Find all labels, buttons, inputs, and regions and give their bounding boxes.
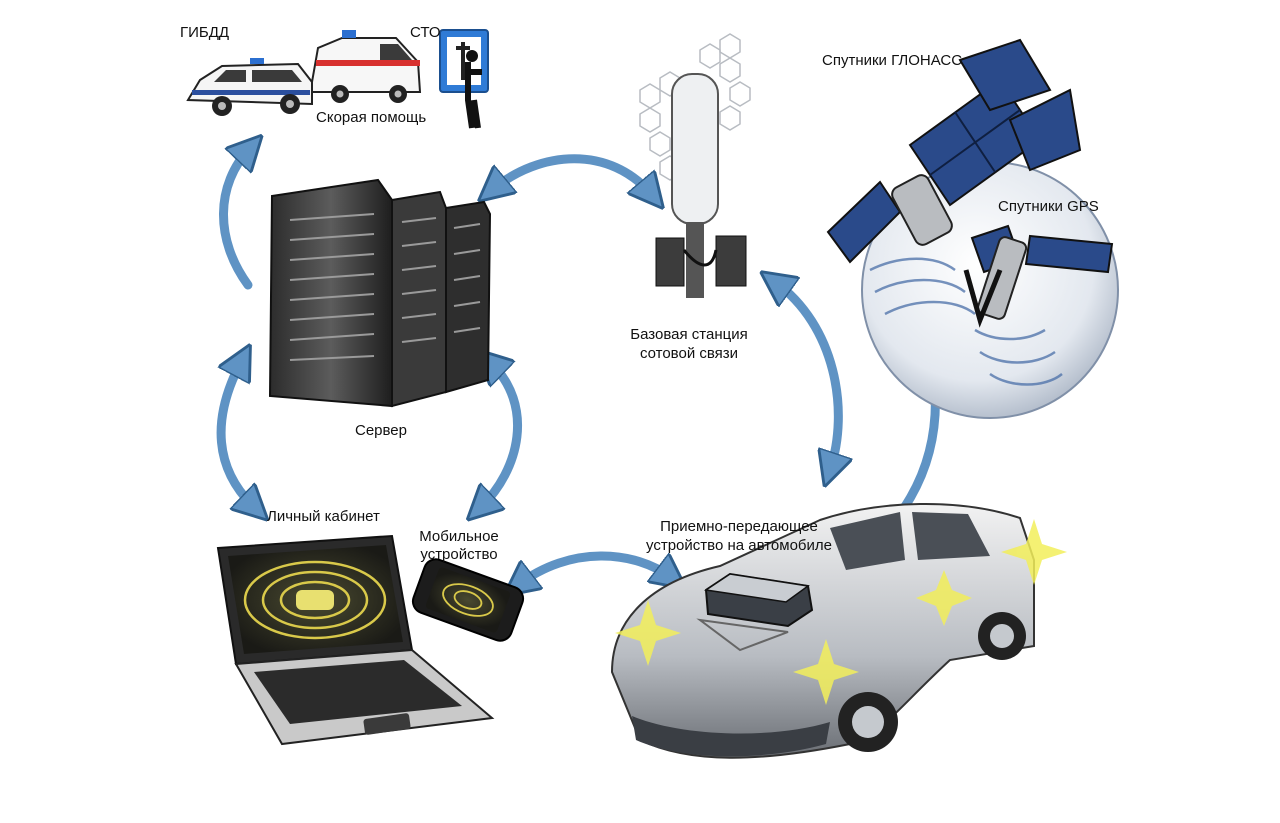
label-sto: СТО	[410, 24, 441, 41]
arrow-server-mobile	[480, 362, 523, 508]
arrow-server-laptop	[216, 360, 255, 508]
gps-satellite	[963, 224, 1114, 328]
label-gibdd: ГИБДД	[180, 24, 230, 41]
label-ambulance: Скорая помощь	[316, 109, 427, 126]
mechanic-figure	[465, 62, 482, 129]
label-gps-satellites: Спутники GPS	[998, 198, 1099, 215]
arrows	[216, 148, 940, 585]
transceiver-device	[696, 572, 814, 652]
label-server: Сервер	[354, 422, 408, 439]
arrow-server-base-station	[492, 154, 652, 195]
arrow-server-to-services	[219, 148, 250, 290]
base-station-illustration	[639, 33, 751, 298]
label-glonass-satellites: Спутники ГЛОНАСС	[822, 52, 963, 69]
label-personal-account: Личный кабинет	[267, 508, 380, 525]
label-transceiver-line1: Приемно-передающее	[660, 518, 818, 535]
label-base-station-line2: сотовой связи	[639, 345, 739, 362]
mobile-phone-illustration	[411, 558, 525, 642]
server-illustration	[268, 178, 492, 408]
satellites-illustration	[826, 38, 1119, 419]
label-mobile-line2: устройство	[420, 546, 498, 563]
service-station-sign	[439, 29, 489, 129]
arrow-mobile-car	[518, 551, 672, 585]
label-transceiver-line2: устройство на автомобиле	[646, 537, 832, 554]
label-mobile-line1: Мобильное	[419, 528, 499, 545]
arrow-base-station-car	[775, 282, 838, 470]
glonass-satellite	[826, 38, 1082, 264]
laptop-illustration	[216, 534, 495, 746]
headlight-glow	[615, 519, 1067, 705]
label-base-station-line1: Базовая станция	[630, 326, 748, 343]
police-car-illustration	[186, 58, 313, 116]
ambulance-illustration	[311, 30, 422, 103]
car-illustration	[610, 502, 1067, 759]
